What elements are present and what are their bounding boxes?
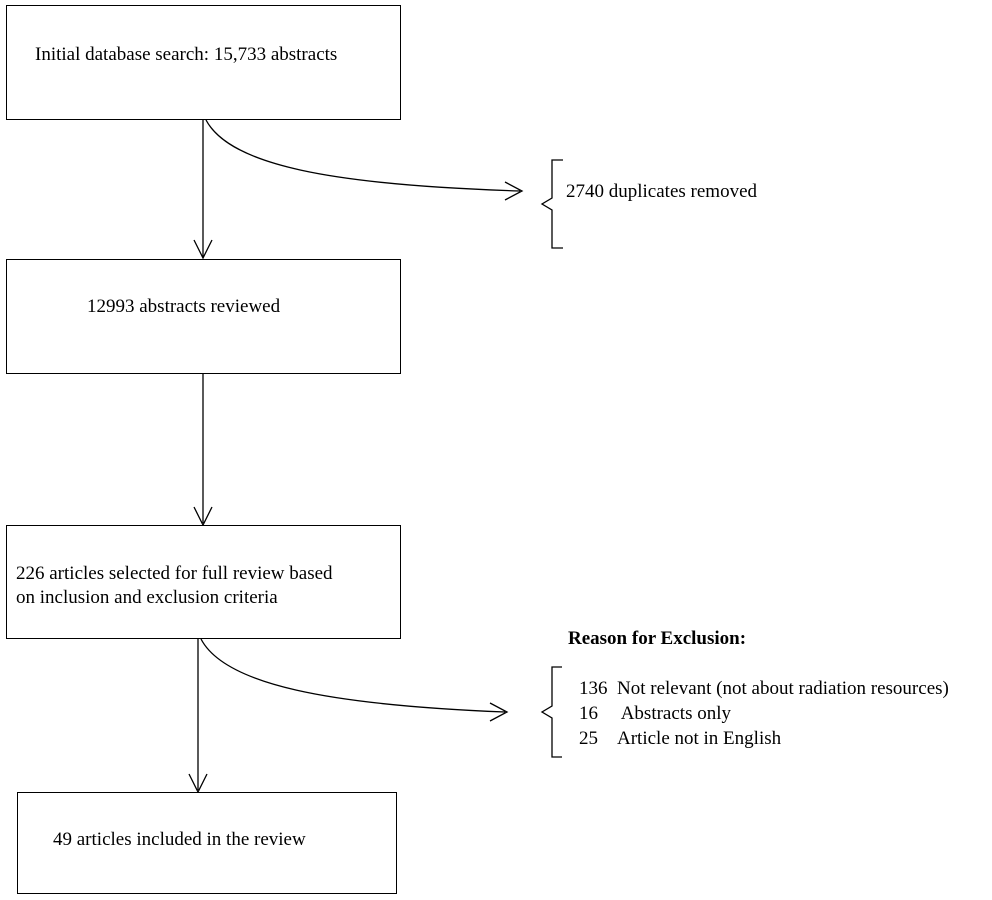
duplicates-bracket — [540, 159, 563, 249]
arrow-to-exclusions — [200, 638, 506, 713]
exclusion-count: 16 — [579, 703, 598, 724]
exclusion-count: 25 — [579, 728, 598, 749]
articles-included-text: 49 articles included in the review — [53, 829, 306, 850]
arrow-to-duplicates — [205, 119, 521, 192]
arrowhead-duplicates — [504, 181, 524, 201]
initial-search-box: Initial database search: 15,733 abstract… — [6, 5, 401, 120]
exclusion-reason-item: 25 Article not in English — [579, 726, 949, 751]
exclusion-heading: Reason for Exclusion: — [568, 628, 747, 649]
articles-selected-line-1: 226 articles selected for full review ba… — [16, 563, 333, 584]
duplicates-removed-text: 2740 duplicates removed — [566, 181, 758, 202]
exclusion-reason: Abstracts only — [617, 703, 731, 724]
arrowhead-exclusions — [489, 702, 509, 722]
articles-selected-box: 226 articles selected for full review ba… — [6, 525, 401, 639]
exclusion-reason: Article not in English — [617, 728, 782, 749]
articles-selected-line-2: on inclusion and exclusion criteria — [16, 587, 278, 608]
articles-selected-text: 226 articles selected for full review ba… — [16, 562, 333, 610]
abstracts-reviewed-box: 12993 abstracts reviewed — [6, 259, 401, 374]
exclusion-bracket — [540, 666, 562, 758]
exclusion-reason: Not relevant (not about radiation resour… — [617, 678, 949, 699]
initial-search-text: Initial database search: 15,733 abstract… — [35, 44, 338, 65]
arrowhead-reviewed — [193, 239, 213, 260]
exclusion-reasons-list: 136 Not relevant (not about radiation res… — [579, 676, 949, 751]
exclusion-count: 136 — [579, 678, 608, 699]
exclusion-reason-item: 16 Abstracts only — [579, 701, 949, 726]
exclusion-reason-item: 136 Not relevant (not about radiation res… — [579, 676, 949, 701]
articles-included-box: 49 articles included in the review — [17, 792, 397, 894]
abstracts-reviewed-text: 12993 abstracts reviewed — [87, 296, 281, 317]
